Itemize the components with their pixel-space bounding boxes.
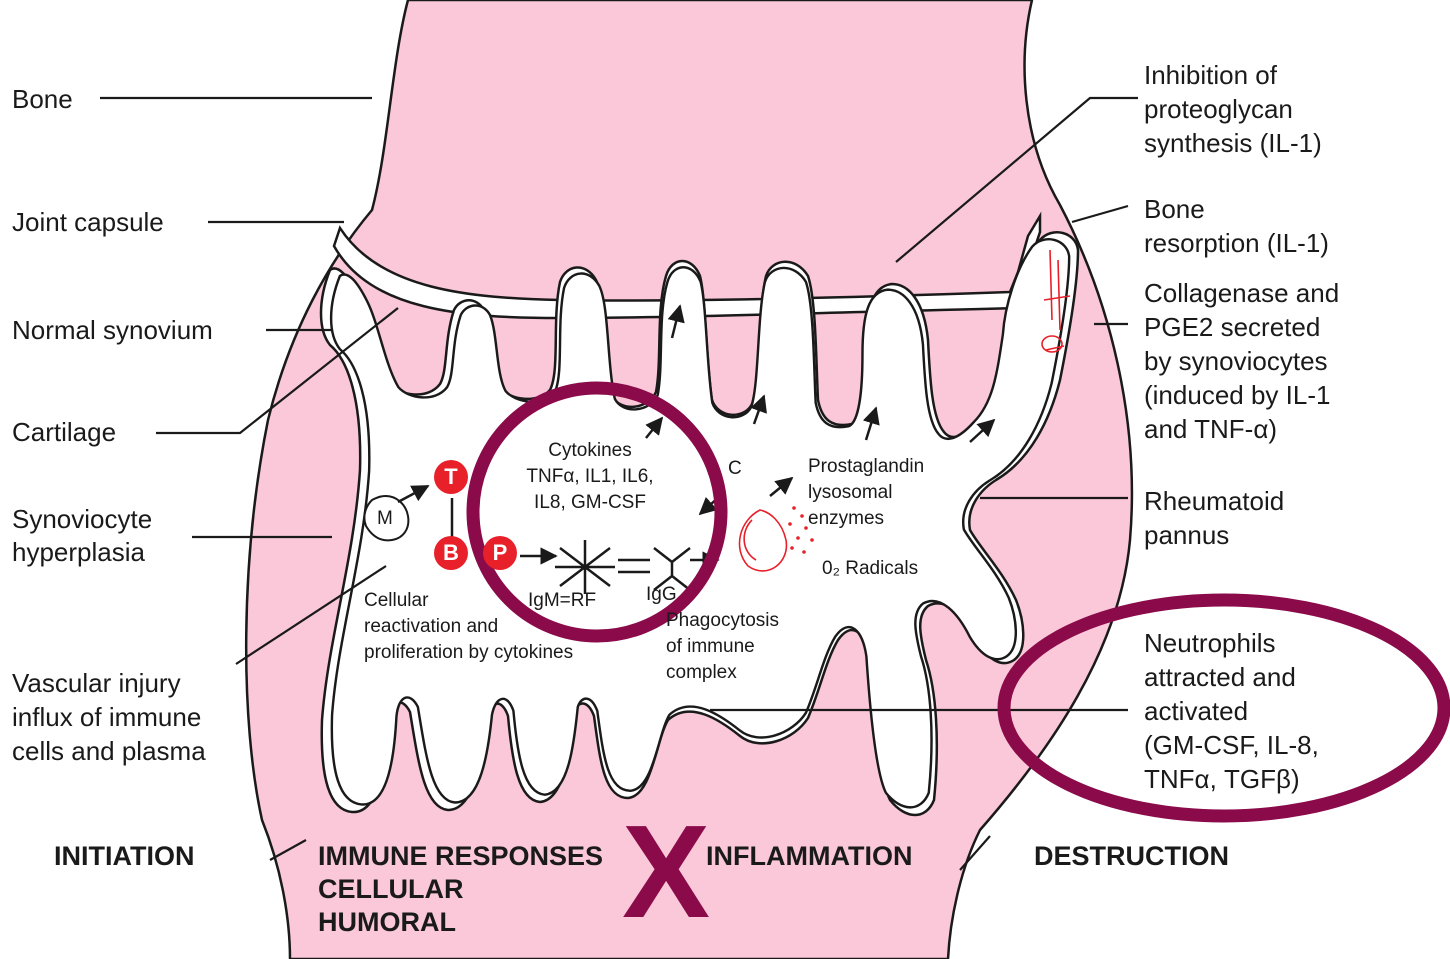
label-cellular-3: proliferation by cytokines xyxy=(364,640,573,666)
label-cartilage: Cartilage xyxy=(12,415,116,449)
label-cellular-2: reactivation and xyxy=(364,614,498,640)
label-prostaglandin-2: lysosomal xyxy=(808,480,892,506)
label-pannus-2: pannus xyxy=(1144,518,1229,552)
cross-mark: X xyxy=(622,806,710,938)
label-joint-capsule: Joint capsule xyxy=(12,205,164,239)
macrophage-label: M xyxy=(377,506,393,532)
label-synoviocyte-1: Synoviocyte xyxy=(12,502,152,536)
label-complement: C xyxy=(728,456,742,482)
label-prostaglandin-3: enzymes xyxy=(808,506,884,532)
label-collagenase-4: (induced by IL-1 xyxy=(1144,378,1330,412)
label-prostaglandin-1: Prostaglandin xyxy=(808,454,924,480)
label-neutrophils-5: TNFα, TGFβ) xyxy=(1144,762,1300,796)
stage-immune-2: CELLULAR xyxy=(318,873,463,906)
label-neutrophils-2: attracted and xyxy=(1144,660,1296,694)
label-neutrophils-4: (GM-CSF, IL-8, xyxy=(1144,728,1319,762)
stage-immune-3: HUMORAL xyxy=(318,906,456,939)
label-collagenase-5: and TNF-α) xyxy=(1144,412,1277,446)
stage-inflammation: INFLAMMATION xyxy=(706,840,912,873)
plasma-cell-icon: P xyxy=(483,536,517,570)
label-bone-resorption-1: Bone xyxy=(1144,192,1205,226)
label-igg: IgG xyxy=(646,582,677,608)
label-cytokines-1: Cytokines xyxy=(500,438,680,464)
label-inhibition-2: proteoglycan xyxy=(1144,92,1293,126)
label-synoviocyte-2: hyperplasia xyxy=(12,535,145,569)
label-collagenase-3: by synoviocytes xyxy=(1144,344,1328,378)
label-inhibition-3: synthesis (IL-1) xyxy=(1144,126,1322,160)
label-bone: Bone xyxy=(12,82,73,116)
b-cell-icon: B xyxy=(434,536,468,570)
label-bone-resorption-2: resorption (IL-1) xyxy=(1144,226,1329,260)
label-neutrophils-3: activated xyxy=(1144,694,1248,728)
label-collagenase-1: Collagenase and xyxy=(1144,276,1339,310)
t-cell-icon: T xyxy=(434,460,468,494)
label-normal-synovium: Normal synovium xyxy=(12,313,213,347)
label-neutrophils-1: Neutrophils xyxy=(1144,626,1276,660)
label-phagocytosis-1: Phagocytosis xyxy=(666,608,779,634)
stage-initiation: INITIATION xyxy=(54,840,194,873)
label-vascular-3: cells and plasma xyxy=(12,734,206,768)
label-phagocytosis-3: complex xyxy=(666,660,737,686)
label-cytokines-2: TNFα, IL1, IL6, xyxy=(500,464,680,490)
label-collagenase-2: PGE2 secreted xyxy=(1144,310,1320,344)
label-vascular-2: influx of immune xyxy=(12,700,201,734)
stage-destruction: DESTRUCTION xyxy=(1034,840,1229,873)
label-pannus-1: Rheumatoid xyxy=(1144,484,1284,518)
label-igm-rf: IgM=RF xyxy=(528,588,596,614)
label-phagocytosis-2: of immune xyxy=(666,634,755,660)
label-vascular-1: Vascular injury xyxy=(12,666,181,700)
stage-immune-1: IMMUNE RESPONSES xyxy=(318,840,603,873)
label-cellular-1: Cellular xyxy=(364,588,428,614)
label-inhibition-1: Inhibition of xyxy=(1144,58,1277,92)
label-o2-radicals: 0₂ Radicals xyxy=(822,556,918,582)
label-cytokines-3: IL8, GM-CSF xyxy=(500,490,680,516)
